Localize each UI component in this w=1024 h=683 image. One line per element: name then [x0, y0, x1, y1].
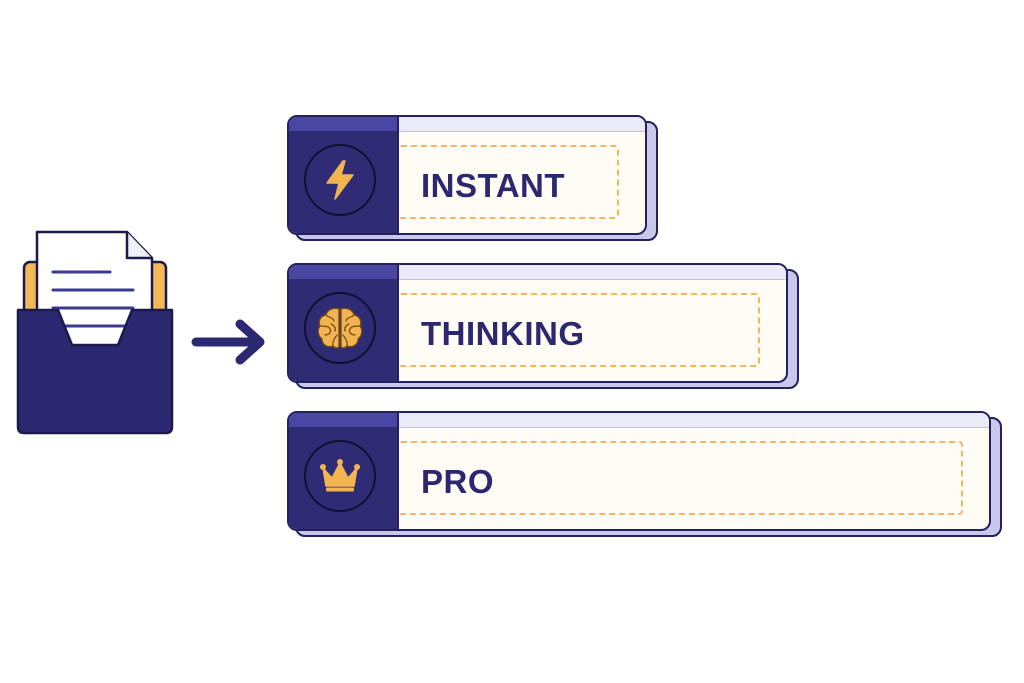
- tier-instant: INSTANT: [287, 115, 658, 241]
- arrow-right-icon: [191, 319, 265, 365]
- tier-icon-block: [289, 265, 399, 381]
- lightning-bolt-icon: [304, 144, 376, 216]
- crown-icon: [304, 440, 376, 512]
- folder-with-document-icon: [16, 230, 174, 435]
- tier-icon-block: [289, 117, 399, 233]
- brain-icon: [304, 292, 376, 364]
- tier-top-shade: [289, 413, 989, 428]
- tier-thinking: THINKING: [287, 263, 799, 389]
- tier-icon-block: [289, 413, 399, 529]
- tier-label: THINKING: [421, 315, 585, 352]
- tier-label: PRO: [421, 463, 495, 500]
- tier-top-shade: [289, 265, 786, 280]
- tier-bar: THINKING: [287, 263, 788, 383]
- tier-bar: INSTANT: [287, 115, 647, 235]
- folder-pocket: [16, 308, 174, 435]
- tier-pro: PRO: [287, 411, 1002, 537]
- tier-bar: PRO: [287, 411, 991, 531]
- tier-label: INSTANT: [421, 167, 566, 204]
